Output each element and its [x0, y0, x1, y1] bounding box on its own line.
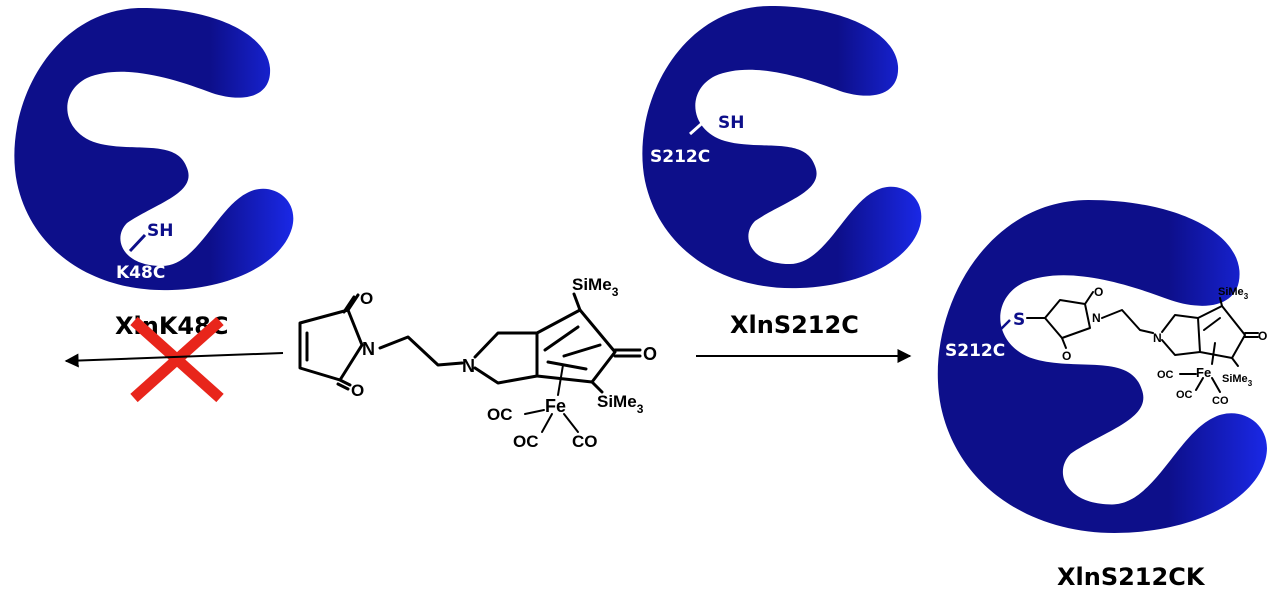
k48c-residue-label: K48C [116, 263, 165, 283]
carbonyl-oc-bottom: OC [513, 432, 539, 451]
s212c-thiol-label: SH [718, 113, 744, 133]
protein-s212ck-shape [937, 200, 1267, 533]
xlns212c-name: XlnS212C [730, 311, 859, 339]
s212ck-linker-sulfur: S [1013, 310, 1025, 330]
conjugate-trimethylsilyl-top: SiMe3 [1218, 286, 1249, 301]
s212ck-residue-label: S212C [945, 341, 1005, 361]
conjugate-oc-left: OC [1157, 369, 1174, 381]
succinimide-oxygen-bottom: O [1062, 349, 1071, 363]
conjugate-co-bottom: CO [1212, 395, 1229, 407]
conjugate-iron-atom: Fe [1196, 365, 1211, 380]
protein-k48c: SH K48C [14, 8, 294, 291]
xlns212ck-name: XlnS212CK [1057, 563, 1206, 590]
pyrrolidine-nitrogen: N [462, 356, 475, 376]
red-x-icon [130, 316, 224, 403]
carbonyl-co-bottom: CO [572, 432, 598, 451]
k48c-thiol-label: SH [147, 221, 173, 241]
conjugate-structure: S212C S O O N N O SiMe3 SiMe3 Fe OC OC C… [945, 285, 1267, 407]
protein-k48c-shape [14, 8, 294, 291]
s212c-thiol-bond [689, 116, 709, 136]
arrow-left-icon [64, 352, 284, 368]
s212c-residue-label: S212C [650, 147, 710, 167]
ketone-oxygen: O [643, 344, 657, 364]
reagent-structure: O O N N O SiMe3 SiMe3 Fe OC OC CO [298, 275, 657, 451]
iron-atom: Fe [545, 396, 566, 416]
conjugate-ketone-oxygen: O [1258, 329, 1267, 343]
trimethylsilyl-bottom: SiMe3 [597, 392, 644, 416]
protein-s212c-shape [642, 6, 922, 289]
protein-s212ck [937, 200, 1267, 533]
conjugate-trimethylsilyl-bottom: SiMe3 [1222, 373, 1253, 388]
protein-s212c: SH S212C [642, 6, 922, 289]
maleimide-nitrogen: N [362, 339, 375, 359]
succinimide-nitrogen: N [1092, 311, 1101, 325]
conjugate-oc-bottom: OC [1176, 389, 1193, 401]
maleimide-oxygen-bottom: O [351, 381, 364, 400]
trimethylsilyl-top: SiMe3 [572, 275, 619, 299]
k48c-thiol-bond [128, 233, 147, 253]
conjugate-pyrrolidine-nitrogen: N [1153, 331, 1162, 345]
succinimide-oxygen-top: O [1094, 285, 1103, 299]
carbonyl-oc-left: OC [487, 405, 513, 424]
maleimide-oxygen-top: O [360, 289, 373, 308]
